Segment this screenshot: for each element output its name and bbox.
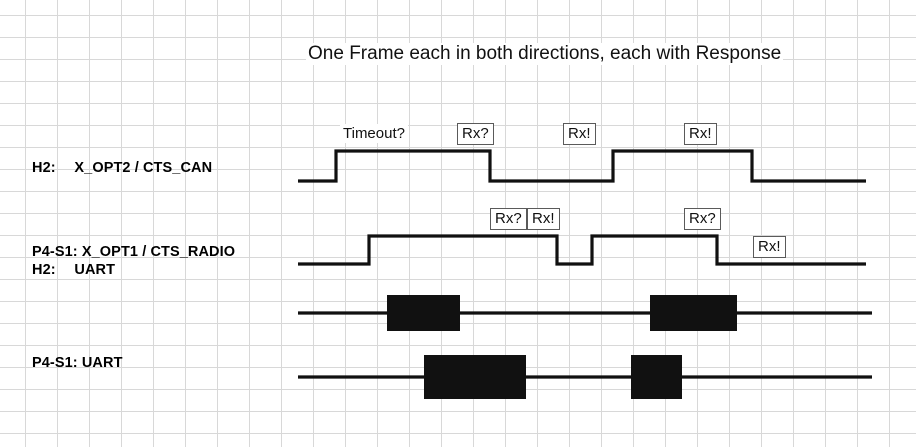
- signal-label-h2-uart: H2: UART: [32, 262, 116, 278]
- gridline-vertical: [281, 0, 282, 447]
- gridline-vertical: [25, 0, 26, 447]
- gridline-vertical: [441, 0, 442, 447]
- diagram-title: One Frame each in both directions, each …: [306, 43, 784, 65]
- gridline-horizontal: [0, 411, 916, 412]
- annotation-p4s1-cts-radio-3: Rx!: [753, 236, 786, 258]
- gridline-vertical: [57, 0, 58, 447]
- data-block-h2-uart-0: [387, 295, 460, 331]
- annotation-h2-cts-can-3: Rx!: [684, 123, 717, 145]
- annotation-p4s1-cts-radio-2: Rx?: [684, 208, 721, 230]
- signal-label-h2-cts-can: H2: X_OPT2 / CTS_CAN: [32, 160, 213, 176]
- gridline-horizontal: [0, 169, 916, 170]
- gridline-horizontal: [0, 103, 916, 104]
- gridline-vertical: [217, 0, 218, 447]
- gridline-horizontal: [0, 147, 916, 148]
- annotation-h2-cts-can-1: Rx?: [457, 123, 494, 145]
- gridline-vertical: [729, 0, 730, 447]
- gridline-horizontal: [0, 37, 916, 38]
- gridline-vertical: [665, 0, 666, 447]
- data-block-p4s1-uart-0: [424, 355, 526, 399]
- gridline-vertical: [377, 0, 378, 447]
- gridline-vertical: [313, 0, 314, 447]
- gridline-vertical: [185, 0, 186, 447]
- signal-label-p4s1-uart: P4-S1: UART: [32, 355, 123, 371]
- gridline-vertical: [121, 0, 122, 447]
- data-block-p4s1-uart-1: [631, 355, 682, 399]
- gridline-vertical: [601, 0, 602, 447]
- waveform-h2-cts-can: [298, 149, 866, 183]
- gridline-vertical: [473, 0, 474, 447]
- gridline-horizontal: [0, 15, 916, 16]
- gridline-vertical: [345, 0, 346, 447]
- annotation-h2-cts-can-2: Rx!: [563, 123, 596, 145]
- gridline-vertical: [633, 0, 634, 447]
- gridline-horizontal: [0, 81, 916, 82]
- gridline-vertical: [889, 0, 890, 447]
- gridline-vertical: [89, 0, 90, 447]
- gridline-horizontal: [0, 213, 916, 214]
- gridline-vertical: [761, 0, 762, 447]
- annotation-h2-cts-can-0: Timeout?: [340, 124, 408, 143]
- gridline-vertical: [857, 0, 858, 447]
- annotation-p4s1-cts-radio-1: Rx!: [527, 208, 560, 230]
- gridline-vertical: [825, 0, 826, 447]
- gridline-horizontal: [0, 191, 916, 192]
- gridline-horizontal: [0, 279, 916, 280]
- gridline-vertical: [409, 0, 410, 447]
- gridline-vertical: [793, 0, 794, 447]
- waveform-p4s1-cts-radio: [298, 234, 866, 266]
- gridline-horizontal: [0, 345, 916, 346]
- gridline-horizontal: [0, 257, 916, 258]
- gridline-horizontal: [0, 433, 916, 434]
- gridline-vertical: [153, 0, 154, 447]
- annotation-p4s1-cts-radio-0: Rx?: [490, 208, 527, 230]
- gridline-vertical: [569, 0, 570, 447]
- data-block-h2-uart-1: [650, 295, 737, 331]
- signal-label-p4s1-cts-radio: P4-S1: X_OPT1 / CTS_RADIO: [32, 244, 236, 260]
- gridline-vertical: [249, 0, 250, 447]
